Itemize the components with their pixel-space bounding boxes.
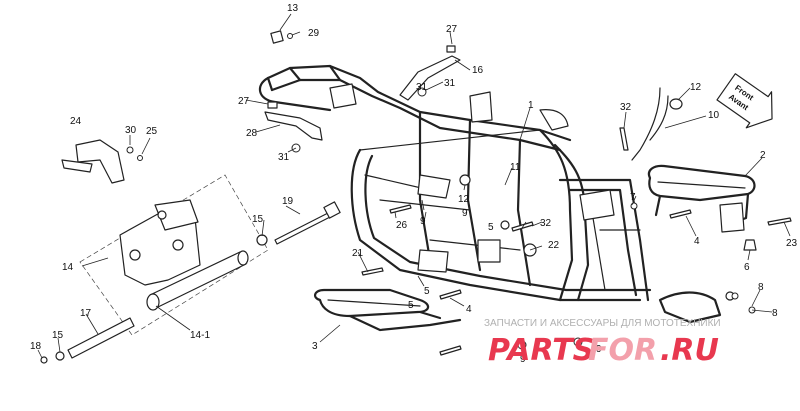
- callout: 9: [420, 216, 426, 227]
- callout: 10: [708, 110, 720, 121]
- watermark-logo-for: FOR: [588, 333, 657, 368]
- callout: 4: [466, 304, 472, 315]
- callout: 22: [548, 240, 560, 251]
- callout: 23: [786, 238, 798, 249]
- callout: 12: [690, 82, 702, 93]
- callout: 3: [312, 341, 318, 352]
- callout: 14: [62, 262, 74, 273]
- callout: 27: [446, 24, 458, 35]
- callout: 5: [408, 300, 414, 311]
- callout: 6: [744, 262, 750, 273]
- callout: 11: [510, 162, 521, 173]
- callout: 2: [760, 150, 766, 161]
- part-2-front-rack: [647, 164, 756, 233]
- part-10-wiring: [631, 87, 757, 251]
- callout: 21: [352, 248, 364, 259]
- callout: 17: [80, 308, 92, 319]
- watermark: ЗАПЧАСТИ И АКСЕССУАРЫ ДЛЯ МОТОТЕХНИКИ PA…: [484, 318, 721, 368]
- callout: 5: [488, 222, 494, 233]
- callout: 27: [238, 96, 250, 107]
- callout: 26: [396, 220, 408, 231]
- callout: 5: [424, 286, 430, 297]
- part-3-rear-rack: [314, 288, 462, 332]
- main-frame: [258, 64, 652, 302]
- callout: 9: [596, 344, 602, 355]
- callout: 15: [52, 330, 64, 341]
- callout: 13: [287, 3, 299, 14]
- callout: 9: [462, 208, 468, 219]
- part-24-bracket: [61, 135, 151, 184]
- callout: 29: [308, 28, 320, 39]
- callout: 7: [630, 192, 636, 203]
- part-16-strap: [399, 45, 461, 101]
- callout: 31: [278, 152, 290, 163]
- callout: 12: [458, 194, 470, 205]
- callout: 28: [246, 128, 258, 139]
- watermark-logo-ru: .RU: [660, 333, 719, 368]
- leader-lines: [37, 13, 791, 359]
- callout: 8: [772, 308, 778, 319]
- part-14-swingarm: [79, 174, 269, 336]
- callout: 32: [540, 218, 552, 229]
- watermark-caption: ЗАПЧАСТИ И АКСЕССУАРЫ ДЛЯ МОТОТЕХНИКИ: [484, 318, 721, 329]
- callout: 14-1: [190, 330, 210, 341]
- callout: 15: [252, 214, 264, 225]
- part-19-bolt: [256, 201, 341, 246]
- callout: 31: [444, 78, 456, 89]
- front-direction-label: Front Avant: [716, 73, 773, 129]
- callout: 32: [620, 102, 632, 113]
- part-28-bracket: [264, 101, 323, 141]
- callout: 30: [125, 125, 137, 136]
- callout: 25: [146, 126, 158, 137]
- callout: 31: [416, 82, 428, 93]
- callout-labels: 13 29 27 16 31 1 12 10 32 2 24 30 25 28 …: [30, 3, 798, 365]
- callout: 4: [694, 236, 700, 247]
- callout: 8: [758, 282, 764, 293]
- callout: 16: [472, 65, 484, 76]
- callout: 18: [30, 341, 42, 352]
- callout: 9: [520, 354, 526, 365]
- callout: 24: [70, 116, 82, 127]
- callout: 1: [528, 100, 534, 111]
- watermark-logo-parts: PARTS: [488, 333, 594, 368]
- callout: 19: [282, 196, 294, 207]
- small-bolts: [270, 30, 792, 356]
